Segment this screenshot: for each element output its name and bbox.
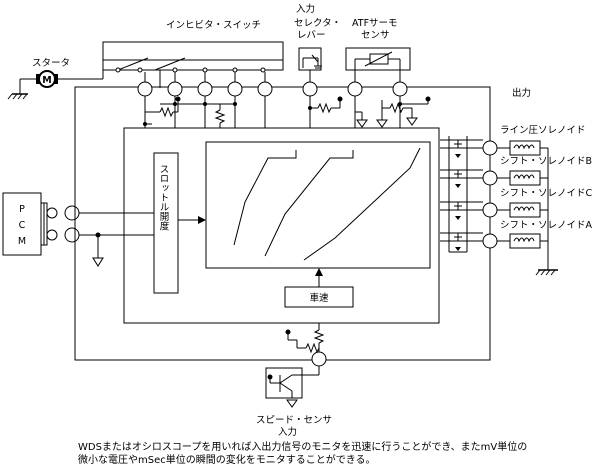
- inhibitor-switch-box: [102, 41, 284, 71]
- line-pressure-solenoid-label: ライン圧ソレノイド: [500, 125, 586, 136]
- atf-sensor-box: [345, 47, 411, 71]
- shift-line-3: [303, 147, 421, 261]
- atf-sensor-label-2: センサ: [361, 30, 390, 41]
- selector-lever-label-1: セレクタ・: [294, 18, 341, 29]
- solenoid-row-3: [440, 201, 548, 218]
- shift-map-box: [205, 141, 431, 269]
- throttle-opening-box: [153, 152, 179, 294]
- starter-label: スタータ: [32, 58, 70, 69]
- pcm-letter-m: M: [18, 236, 26, 247]
- input-top-label: 入力: [296, 3, 315, 15]
- caption-line-2: 微小な電圧やmSec単位の瞬間の変化をモニタすることができる。: [78, 455, 376, 466]
- output-label: 出力: [512, 87, 531, 99]
- motor-letter: M: [42, 75, 51, 86]
- atf-sensor-label-1: ATFサーモ: [352, 18, 398, 29]
- pcm-letter-c: C: [19, 220, 26, 231]
- input-bottom-label: 入力: [278, 426, 297, 438]
- shift-solenoid-a-label: シフト・ソレノイドA: [500, 220, 593, 231]
- pcm-inner-box: [123, 127, 440, 324]
- solenoid-row-2: [440, 169, 548, 186]
- inhibitor-switch-label: インヒビタ・スイッチ: [166, 20, 261, 31]
- speed-sensor-label: スピード・センサ: [256, 415, 332, 426]
- shift-solenoid-b-label: シフト・ソレノイドB: [500, 156, 592, 167]
- shift-solenoid-c-label: シフト・ソレノイドC: [500, 188, 593, 199]
- vehicle-speed-label: 車速: [309, 292, 329, 304]
- shift-line-1: [233, 150, 297, 246]
- solenoid-row-1: [440, 139, 548, 156]
- speed-sensor-box: [265, 367, 303, 399]
- output-drivers: [448, 136, 468, 253]
- pcm-outer-box: [74, 86, 491, 361]
- throttle-opening-label: スロットル開度: [158, 164, 170, 231]
- selector-lever-label-2: レバー: [297, 30, 326, 41]
- shift-line-2: [264, 150, 354, 257]
- pcm-letter-p: P: [19, 204, 25, 215]
- solenoid-row-4: [440, 232, 548, 249]
- caption-line-1: WDSまたはオシロスコープを用いれば入出力信号のモニタを迅速に行うことができ、ま…: [78, 442, 528, 453]
